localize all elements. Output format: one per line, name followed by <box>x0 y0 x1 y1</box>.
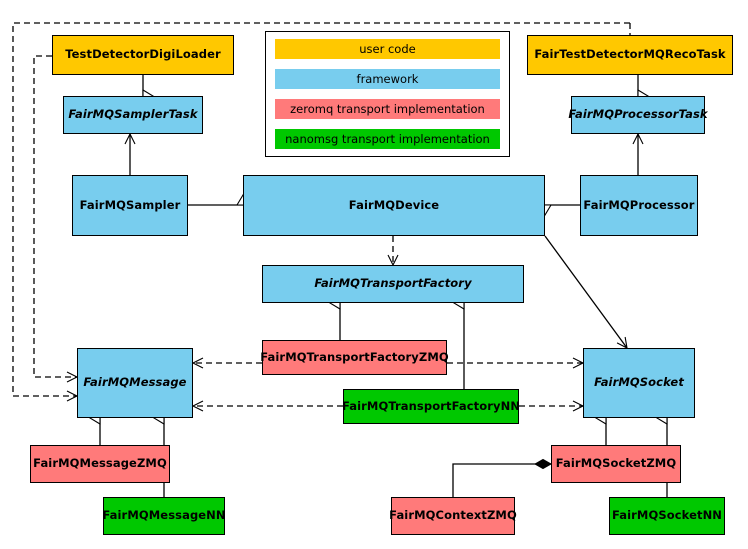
class-box-fairmqsocket[interactable]: FairMQSocket <box>583 348 695 418</box>
legend-item-zeromq: zeromq transport implementation <box>275 99 500 119</box>
class-box-testdetectordigiloader[interactable]: TestDetectorDigiLoader <box>52 35 234 75</box>
edge-device-socket <box>544 235 628 349</box>
class-box-fairmqtransportfactoryzmq[interactable]: FairMQTransportFactoryZMQ <box>260 340 449 375</box>
class-box-fairmqdevice[interactable]: FairMQDevice <box>243 175 545 236</box>
class-box-fairmqmessage[interactable]: FairMQMessage <box>77 348 193 418</box>
legend-panel: user code framework zeromq transport imp… <box>265 31 510 157</box>
class-box-fairmqtransportfactory[interactable]: FairMQTransportFactory <box>262 265 524 303</box>
legend-item-user-code: user code <box>275 39 500 59</box>
edge-contextzmq-socketzmq <box>452 464 551 497</box>
class-box-fairmqsampler[interactable]: FairMQSampler <box>72 175 188 236</box>
class-box-fairmqtransportfactorynn[interactable]: FairMQTransportFactoryNN <box>342 389 520 424</box>
class-box-fairmqcontextzmq[interactable]: FairMQContextZMQ <box>389 497 517 535</box>
class-box-fairmqmessagenn[interactable]: FairMQMessageNN <box>102 497 226 535</box>
class-box-fairtestdetectormqrecotask[interactable]: FairTestDetectorMQRecoTask <box>527 35 733 75</box>
class-box-fairmqsocketnn[interactable]: FairMQSocketNN <box>609 497 725 535</box>
class-box-fairmqprocessortask[interactable]: FairMQProcessorTask <box>568 96 708 134</box>
legend-item-nanomsg: nanomsg transport implementation <box>275 129 500 149</box>
class-box-fairmqsocketzmq[interactable]: FairMQSocketZMQ <box>551 445 681 483</box>
class-box-fairmqsamplertask[interactable]: FairMQSamplerTask <box>63 96 203 134</box>
class-box-fairmqmessagezmq[interactable]: FairMQMessageZMQ <box>30 445 170 483</box>
class-box-fairmqprocessor[interactable]: FairMQProcessor <box>580 175 698 236</box>
legend-item-framework: framework <box>275 69 500 89</box>
